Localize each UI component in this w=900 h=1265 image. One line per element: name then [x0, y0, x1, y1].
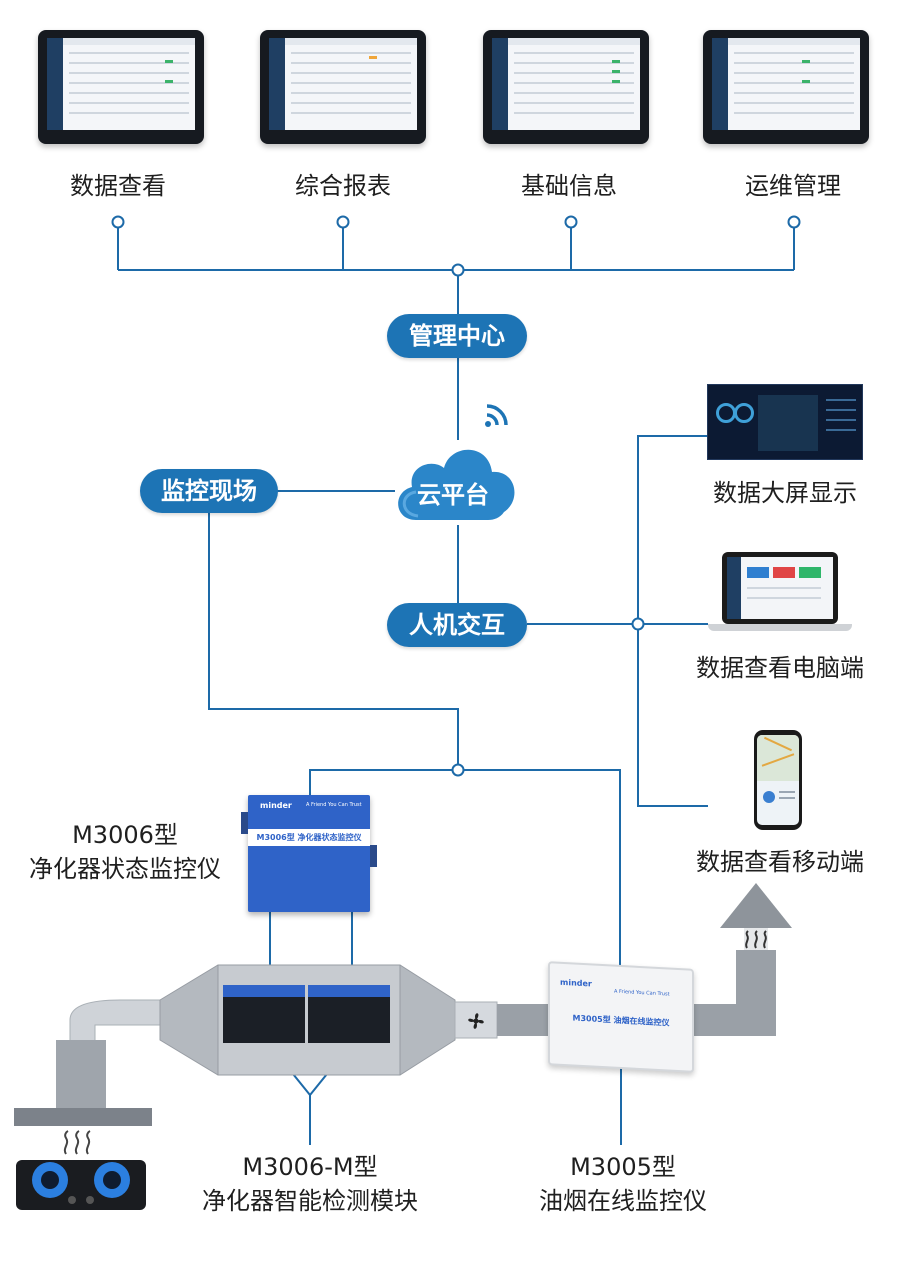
laptop — [722, 552, 838, 624]
module-label-report: 综合报表 — [295, 172, 391, 200]
big-screen-label: 数据大屏显示 — [713, 479, 857, 507]
m3005-device: minder A Friend You Can Trust M3005型 油烟在… — [548, 961, 694, 1073]
m3006-name: 净化器状态监控仪 — [29, 855, 221, 883]
m3005-label: M3005型 油烟在线监控仪 — [518, 1150, 728, 1218]
monitor-report — [260, 30, 426, 144]
m3006-model: M3006型 — [72, 821, 178, 849]
pc-label: 数据查看电脑端 — [696, 654, 864, 682]
m3006-device: minder A Friend You Can Trust M3006型 净化器… — [248, 795, 370, 912]
wifi-icon — [485, 404, 508, 427]
monitor-ops — [703, 30, 869, 144]
m3006m-model: M3006-M型 — [242, 1153, 378, 1181]
m3005-name: 油烟在线监控仪 — [539, 1187, 707, 1215]
management-center-pill: 管理中心 — [387, 314, 527, 358]
module-label-basic-info: 基础信息 — [521, 172, 617, 200]
m3005-panel-title: M3005型 油烟在线监控仪 — [572, 1013, 670, 1028]
m3006-brand: minder — [260, 801, 292, 810]
cloud-platform-label: 云平台 — [417, 481, 489, 509]
monitor-data-view — [38, 30, 204, 144]
smoke-icon — [63, 1130, 91, 1155]
exhaust-smoke-icon — [745, 930, 767, 949]
module-label-data-view: 数据查看 — [70, 172, 166, 200]
m3005-slogan: A Friend You Can Trust — [614, 988, 670, 998]
big-screen-display — [707, 384, 863, 460]
monitor-basic-info — [483, 30, 649, 144]
laptop-base — [708, 624, 852, 631]
m3006-label: M3006型 净化器状态监控仪 — [15, 818, 235, 886]
m3006-panel-title: M3006型 净化器状态监控仪 — [256, 833, 362, 842]
m3006-slogan: A Friend You Can Trust — [306, 802, 362, 808]
m3005-brand: minder — [560, 977, 592, 989]
m3006m-name: 净化器智能检测模块 — [202, 1187, 418, 1215]
m3006m-label: M3006-M型 净化器智能检测模块 — [180, 1150, 440, 1218]
fan-icon — [468, 1013, 484, 1029]
smartphone — [754, 730, 802, 830]
module-label-ops: 运维管理 — [745, 172, 841, 200]
mobile-label: 数据查看移动端 — [696, 848, 864, 876]
hmi-pill: 人机交互 — [387, 603, 527, 647]
monitoring-site-pill: 监控现场 — [140, 469, 278, 513]
cloud-icon — [398, 449, 515, 520]
m3005-model: M3005型 — [570, 1153, 676, 1181]
